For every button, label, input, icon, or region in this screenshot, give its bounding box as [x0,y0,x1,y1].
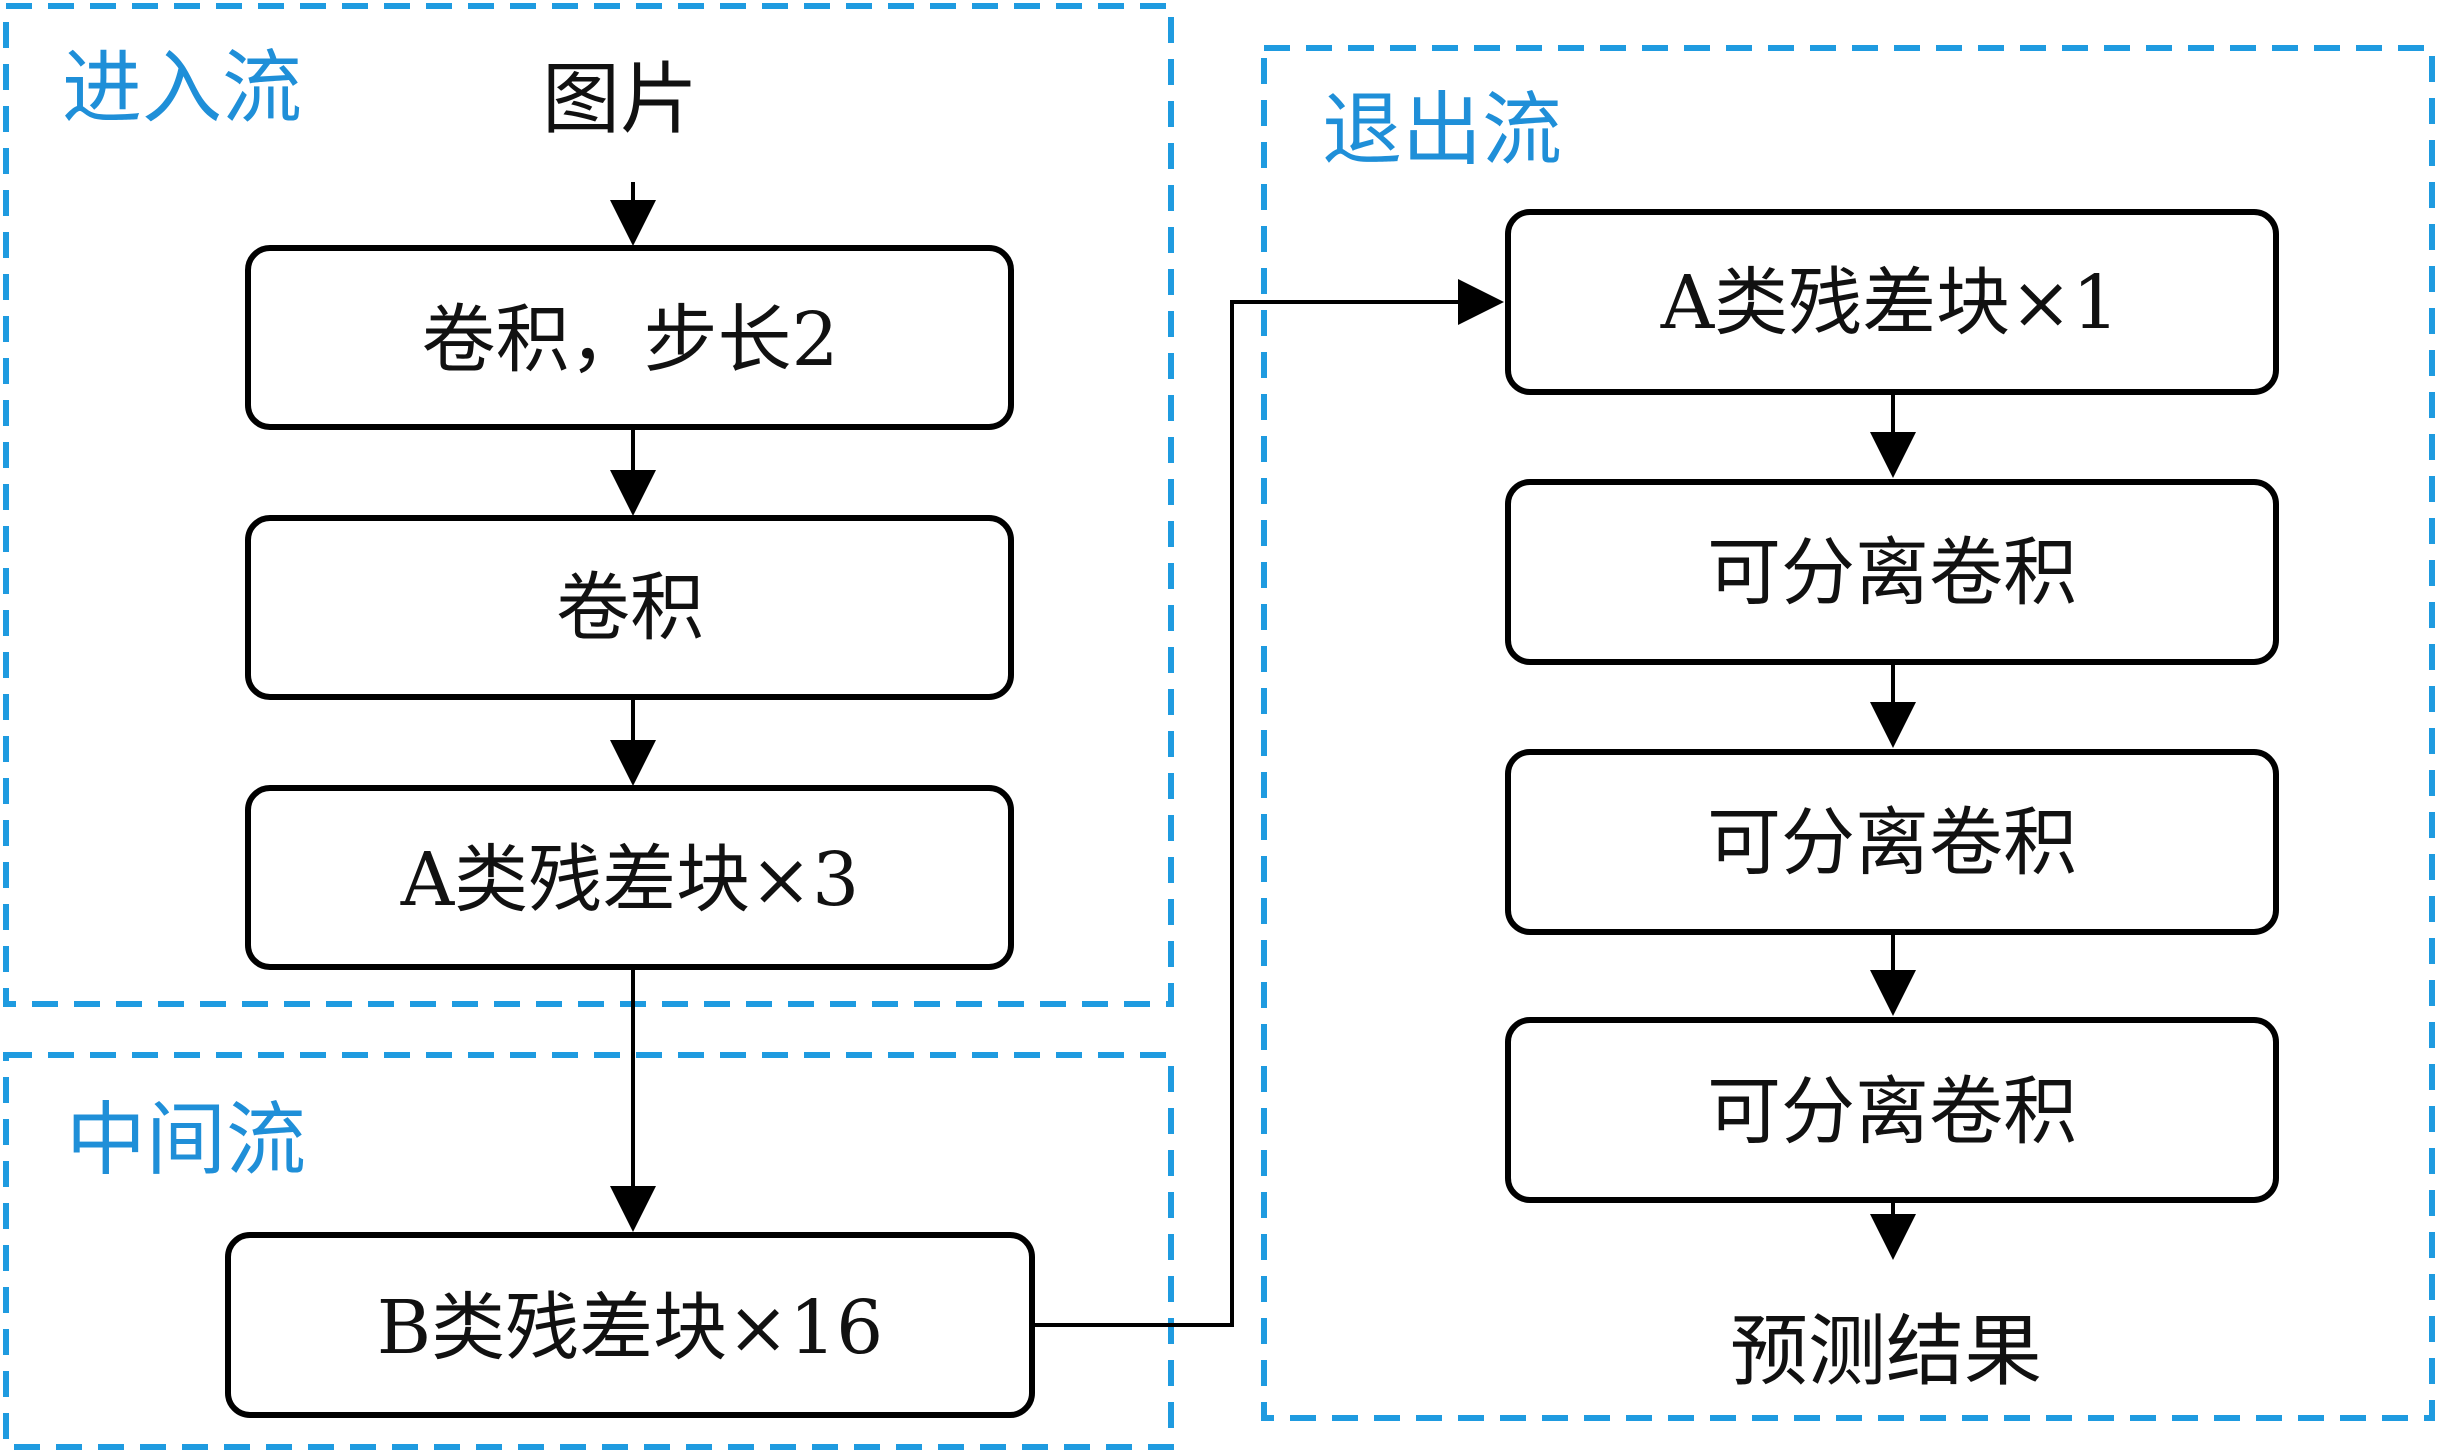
arrowhead-into-conv-stride [610,200,656,246]
entry-flow-region [3,3,1174,1007]
node-exit-a-block-x1: A类残差块×1 [1505,209,2279,395]
input-image-label: 图片 [542,55,698,145]
arrowhead-into-b-blocks [610,1186,656,1232]
exit-flow-label: 退出流 [1322,84,1562,177]
node-conv-label: 卷积 [556,565,704,651]
node-a-blocks-x3: A类残差块×3 [245,785,1014,970]
entry-flow-label: 进入流 [62,42,302,135]
node-sep-conv-3: 可分离卷积 [1505,1017,2279,1203]
node-conv-stride-box [245,245,1014,430]
node-b-blocks-x16-box [225,1232,1035,1418]
prediction-result-label: 预测结果 [1730,1307,2042,1397]
arrowhead-into-conv [610,470,656,516]
node-a-blocks-x3-box [245,785,1014,970]
arrowhead-into-sep-conv-2 [1870,702,1916,748]
node-conv: 卷积 [245,515,1014,700]
node-sep-conv-3-box [1505,1017,2279,1203]
node-sep-conv-3-label: 可分离卷积 [1707,1069,2077,1155]
node-conv-stride: 卷积，步长2 [245,245,1014,430]
exit-flow-region [1261,45,2435,1421]
node-sep-conv-1-label: 可分离卷积 [1707,530,2077,616]
arrowhead-into-sep-conv-1 [1870,432,1916,478]
node-sep-conv-1: 可分离卷积 [1505,479,2279,665]
node-conv-box [245,515,1014,700]
node-sep-conv-1-box [1505,479,2279,665]
arrowhead-into-exit-a-block [1458,279,1504,325]
arrowhead-into-sep-conv-3 [1870,970,1916,1016]
node-sep-conv-2: 可分离卷积 [1505,749,2279,935]
node-exit-a-block-x1-label: A类残差块×1 [1660,260,2120,346]
node-sep-conv-2-box [1505,749,2279,935]
middle-flow-label: 中间流 [66,1094,306,1187]
edge-b-blocks-to-exit-a-block [1032,300,1462,1327]
arrowheads [610,200,1916,1260]
node-b-blocks-x16: B类残差块×16 [225,1232,1035,1418]
node-b-blocks-x16-label: B类残差块×16 [377,1285,884,1371]
middle-flow-region [3,1052,1174,1450]
node-a-blocks-x3-label: A类残差块×3 [400,837,860,923]
arrowhead-into-a-blocks [610,740,656,786]
node-sep-conv-2-label: 可分离卷积 [1707,800,2077,886]
node-conv-stride-label: 卷积，步长2 [421,297,838,383]
arrowhead-into-output [1870,1214,1916,1260]
node-exit-a-block-x1-box [1505,209,2279,395]
